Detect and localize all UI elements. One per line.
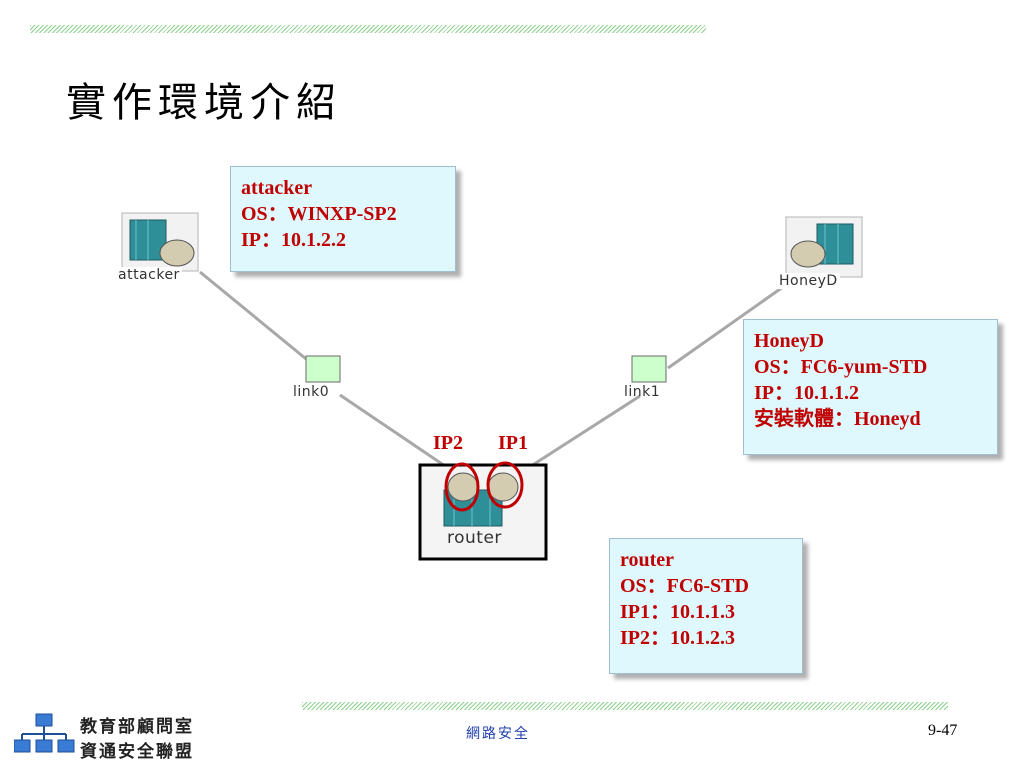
course-name: 網路安全 xyxy=(466,726,530,742)
cable-link0-router xyxy=(339,393,449,470)
cable-attacker-link0 xyxy=(199,270,323,374)
attacker-host-icon[interactable] xyxy=(121,212,199,272)
attacker-os: OS：WINXP-SP2 xyxy=(241,203,397,225)
link1-switch-icon[interactable] xyxy=(631,355,667,383)
slide-title: 實作環境介紹 xyxy=(66,80,342,126)
page-number: 9-47 xyxy=(928,722,958,739)
router-nic-ip1 xyxy=(487,472,519,502)
top-decorative-band xyxy=(30,25,706,33)
honeyd-info-box: HoneyD OS：FC6-yum-STD IP：10.1.1.2 安裝軟體：H… xyxy=(743,319,998,455)
attacker-node-label: attacker xyxy=(116,267,182,283)
router-info-box: router OS：FC6-STD IP1：10.1.1.3 IP2：10.1.… xyxy=(609,538,803,674)
link0-switch-icon[interactable] xyxy=(305,355,341,383)
ip1-label: IP1 xyxy=(498,432,528,454)
router-ip1: IP1：10.1.1.3 xyxy=(620,601,735,623)
router-node-label: router xyxy=(447,528,502,548)
org-name-line2: 資通安全聯盟 xyxy=(80,742,194,762)
honeyd-software: 安裝軟體：Honeyd xyxy=(754,408,921,430)
bottom-decorative-band xyxy=(302,702,948,710)
link0-node-label: link0 xyxy=(293,384,330,400)
honeyd-host-icon[interactable] xyxy=(785,216,863,278)
router-host-icon[interactable] xyxy=(418,463,548,561)
cable-honeyd-link1 xyxy=(667,280,791,370)
honeyd-ip: IP：10.1.1.2 xyxy=(754,382,859,404)
honeyd-name: HoneyD xyxy=(754,330,824,352)
link1-node-label: link1 xyxy=(624,384,661,400)
honeyd-node-label: HoneyD xyxy=(777,273,840,289)
attacker-info-box: attacker OS：WINXP-SP2 IP：10.1.2.2 xyxy=(230,166,456,272)
router-name: router xyxy=(620,549,675,571)
network-logo-icon xyxy=(14,713,75,753)
router-ip2: IP2：10.1.2.3 xyxy=(620,627,735,649)
ip2-highlight-circle xyxy=(444,462,480,512)
org-name-line1: 教育部顧問室 xyxy=(80,717,194,737)
router-nic-ip2 xyxy=(447,472,479,502)
attacker-ip: IP：10.1.2.2 xyxy=(241,229,346,251)
honeyd-os: OS：FC6-yum-STD xyxy=(754,356,928,378)
cable-lines xyxy=(199,270,791,470)
attacker-name: attacker xyxy=(241,177,313,199)
cable-link1-router xyxy=(527,394,641,470)
ip2-label: IP2 xyxy=(433,432,463,454)
router-os: OS：FC6-STD xyxy=(620,575,749,597)
ip1-highlight-circle xyxy=(486,461,524,509)
